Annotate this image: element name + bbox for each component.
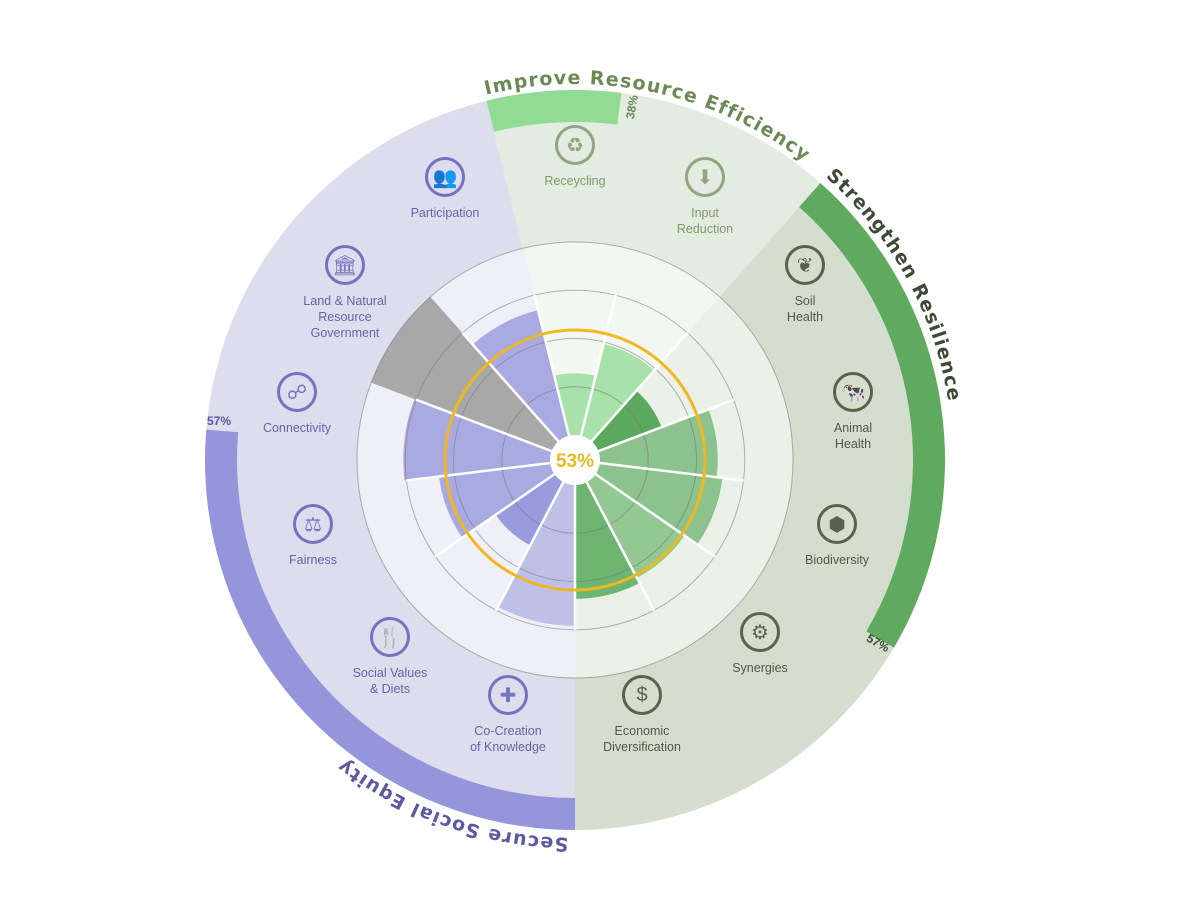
grid-ring bbox=[356, 241, 794, 679]
bar-separator bbox=[533, 294, 577, 461]
principle-label: Soil Health bbox=[786, 294, 824, 324]
input-reduction-icon: ⬇ bbox=[685, 157, 725, 197]
principle-label: Fairness bbox=[289, 553, 337, 567]
principle-co-creation: ✚ Co-Creation of Knowledge bbox=[438, 675, 578, 755]
principle-synergies: ⚙ Synergies bbox=[690, 612, 830, 676]
bar-separator bbox=[573, 459, 656, 612]
bar-biodiversity bbox=[575, 460, 723, 545]
group-progress-band bbox=[204, 429, 575, 830]
bar-co-creation bbox=[497, 460, 575, 626]
bar-participation bbox=[472, 310, 575, 460]
bar-input-reduction bbox=[575, 343, 655, 460]
recycle-icon: ♻ bbox=[555, 125, 595, 165]
bar-separator bbox=[406, 458, 576, 482]
overall-score-ring bbox=[443, 328, 707, 592]
bar-soil-health bbox=[575, 390, 662, 460]
bar-economic-diversification bbox=[575, 460, 640, 599]
co-creation-icon: ✚ bbox=[488, 675, 528, 715]
bar-recycle bbox=[554, 373, 596, 460]
principle-label: Animal Health bbox=[833, 421, 873, 451]
synergies-icon: ⚙ bbox=[740, 612, 780, 652]
bar-separator bbox=[574, 458, 716, 558]
overall-score-label: 53% bbox=[556, 451, 594, 472]
biodiversity-icon: ⬢ bbox=[817, 504, 857, 544]
principle-label: Co-Creation of Knowledge bbox=[470, 724, 546, 754]
bar-separator bbox=[574, 331, 689, 461]
principle-animal-health: 🐄 Animal Health bbox=[783, 372, 923, 452]
principle-land-governance: 🏛 Land & Natural Resource Government bbox=[275, 245, 415, 341]
animal-health-icon: 🐄 bbox=[833, 372, 873, 412]
bar-separator bbox=[573, 294, 617, 461]
bar-separator bbox=[494, 459, 577, 612]
principle-label: Receycling bbox=[544, 174, 606, 188]
connectivity-icon: ☍ bbox=[277, 372, 317, 412]
bar-separator bbox=[574, 458, 744, 482]
fairness-icon: ⚖ bbox=[293, 504, 333, 544]
principle-participation: 👥 Participation bbox=[375, 157, 515, 221]
principle-soil-health: ❦ Soil Health bbox=[735, 245, 875, 325]
principle-label: Social Values & Diets bbox=[352, 666, 428, 696]
bar-separator bbox=[574, 398, 735, 462]
principle-label: Input Reduction bbox=[676, 206, 734, 236]
principle-economic-diversification: $ Economic Diversification bbox=[572, 675, 712, 755]
social-values-icon: 🍴 bbox=[370, 617, 410, 657]
economic-diversification-icon: $ bbox=[622, 675, 662, 715]
bar-synergies bbox=[575, 460, 685, 578]
principle-connectivity: ☍ Connectivity bbox=[227, 372, 367, 436]
principle-label: Synergies bbox=[732, 661, 788, 675]
principle-biodiversity: ⬢ Biodiversity bbox=[767, 504, 907, 568]
principle-recycle: ♻ Receycling bbox=[505, 125, 645, 189]
bar-fairness bbox=[439, 460, 575, 538]
principle-input-reduction: ⬇ Input Reduction bbox=[635, 157, 775, 237]
bar-separator bbox=[434, 458, 576, 558]
principle-label: Participation bbox=[410, 206, 480, 220]
principle-label: Connectivity bbox=[262, 421, 332, 435]
group-progress-band bbox=[486, 89, 622, 132]
group-progress-band bbox=[799, 183, 945, 648]
bar-separator bbox=[415, 398, 576, 462]
land-governance-icon: 🏛 bbox=[325, 245, 365, 285]
bar-social-values bbox=[495, 460, 575, 546]
bar-separator bbox=[461, 331, 576, 461]
principle-social-values: 🍴 Social Values & Diets bbox=[320, 617, 460, 697]
soil-health-icon: ❦ bbox=[785, 245, 825, 285]
participation-icon: 👥 bbox=[425, 157, 465, 197]
equity-score-label: 57% bbox=[207, 414, 232, 428]
principle-fairness: ⚖ Fairness bbox=[243, 504, 383, 568]
principle-label: Economic Diversification bbox=[603, 724, 681, 754]
principle-label: Land & Natural Resource Government bbox=[303, 294, 387, 340]
principle-label: Biodiversity bbox=[805, 553, 869, 567]
center-circle bbox=[550, 435, 600, 485]
